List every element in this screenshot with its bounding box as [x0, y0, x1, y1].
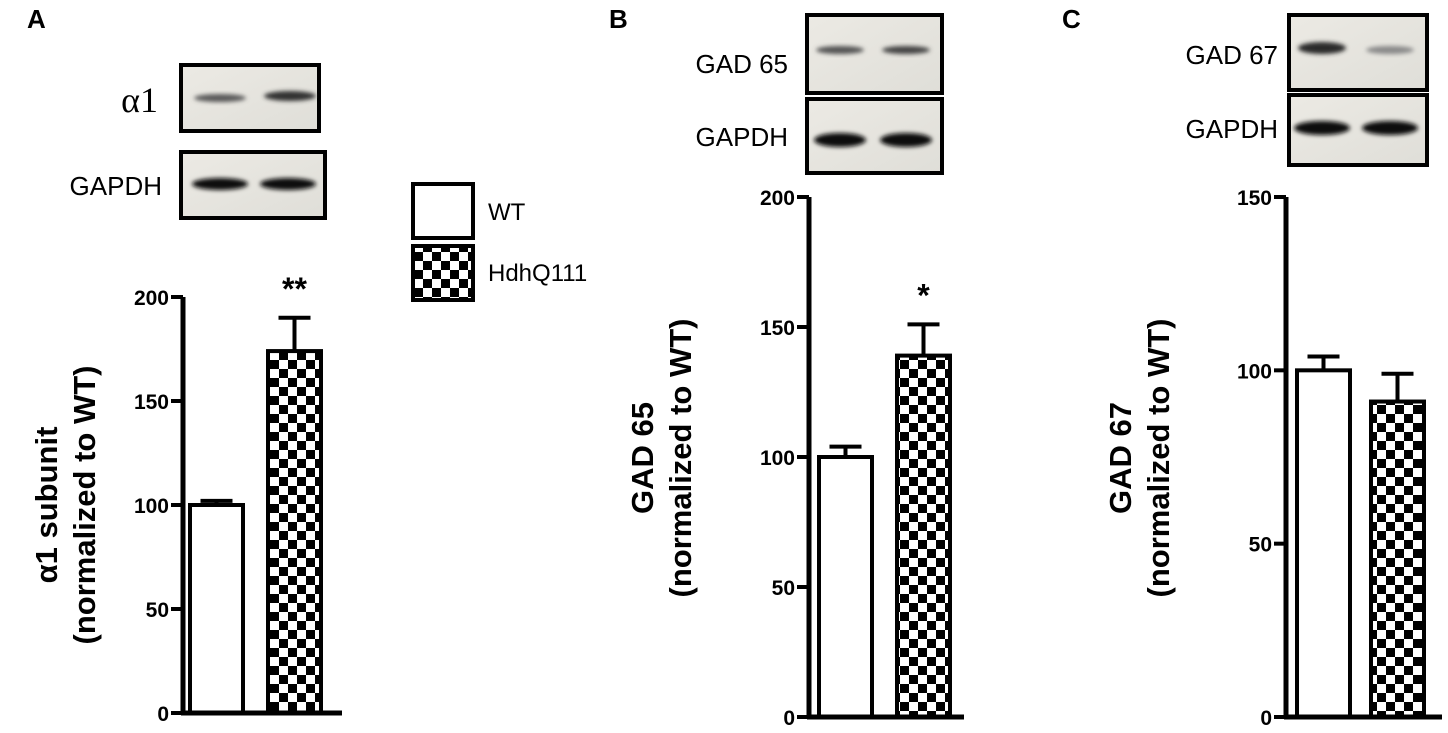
blot-band [1294, 121, 1350, 135]
y-tick-label: 200 [760, 187, 795, 210]
panel-letter-c: C [1062, 4, 1081, 34]
panel-letter-b: B [609, 4, 628, 34]
blot-band [814, 133, 866, 147]
blot-label-gad67: GAD 67 [1186, 40, 1279, 70]
blot-label-gad65: GAD 65 [696, 49, 789, 79]
y-tick-label: 150 [760, 317, 795, 340]
y-tick-label: 0 [1260, 707, 1272, 730]
y-tick-label: 50 [1249, 534, 1272, 557]
blot-label-alpha1: α1 [121, 80, 158, 120]
y-tick-label: 100 [134, 495, 169, 518]
blot-band [260, 178, 316, 190]
blot-label-gapdh-c: GAPDH [1186, 114, 1278, 144]
y-tick-label: 0 [157, 703, 169, 726]
legend-swatch-checker [411, 244, 475, 302]
legend-item-wt: WT [411, 182, 526, 240]
bar-wt [817, 455, 874, 719]
blot-c-gapdh [1287, 93, 1429, 167]
legend-label-hdhq111: HdhQ111 [488, 260, 587, 287]
y-axis-title-line1: GAD 65 [625, 402, 660, 514]
blot-b-target [805, 13, 944, 95]
legend-swatch-open [411, 182, 475, 240]
y-axis-title-c: GAD 67 (normalized to WT) [1103, 319, 1176, 598]
bar-hdhq111 [266, 349, 323, 715]
panel-c: C GAD 67 GAPDH 0 50 100 150 GAD 67 (normali… [1062, 4, 1442, 730]
bar-chart-a: ** 0 50 100 150 200 [134, 271, 342, 726]
panel-b: B GAD 65 GAPDH * 0 50 100 150 200 GAD 65 (nor… [609, 4, 964, 730]
panel-a: A α1 GAPDH ** 0 50 100 150 200 α1 subunit (no… [27, 4, 342, 726]
y-axis-title-line2: (normalized to WT) [1141, 319, 1176, 598]
y-tick-label: 150 [134, 391, 169, 414]
legend-label-wt: WT [488, 199, 526, 226]
y-axis-title-b: GAD 65 (normalized to WT) [625, 319, 698, 598]
bar-chart-c: 0 50 100 150 [1237, 187, 1442, 730]
blot-band [1362, 121, 1418, 135]
y-tick-label: 0 [783, 707, 795, 730]
legend: WT HdhQ111 [411, 182, 587, 302]
blot-band [882, 46, 930, 54]
blot-a-target [179, 63, 321, 133]
y-axis-title-line1: GAD 67 [1103, 402, 1138, 514]
blot-b-gapdh [805, 97, 944, 175]
y-tick-label: 200 [134, 287, 169, 310]
y-tick-label: 50 [146, 599, 169, 622]
y-tick-label: 100 [1237, 360, 1272, 383]
bar-hdhq111 [1369, 399, 1426, 719]
blot-band [192, 178, 248, 190]
significance-label: * [917, 277, 930, 313]
blot-band [264, 91, 316, 101]
blot-band [1298, 42, 1346, 54]
y-tick-label: 50 [772, 577, 795, 600]
blot-label-gapdh-a: GAPDH [70, 171, 162, 201]
y-axis-title-a: α1 subunit (normalized to WT) [29, 366, 102, 645]
y-axis-title-line2: (normalized to WT) [67, 366, 102, 645]
panel-letter-a: A [27, 4, 46, 34]
blot-a-gapdh [179, 150, 327, 220]
bar-wt [1295, 368, 1352, 719]
blot-band [880, 133, 932, 147]
blot-band [1366, 46, 1414, 54]
blot-c-target [1287, 13, 1429, 92]
bar-hdhq111 [895, 353, 952, 719]
y-tick-label: 150 [1237, 187, 1272, 210]
y-axis-title-line1: α1 subunit [29, 427, 64, 584]
y-axis-title-line2: (normalized to WT) [663, 319, 698, 598]
bar-wt [188, 503, 245, 715]
blot-label-gapdh-b: GAPDH [696, 122, 788, 152]
blot-band [816, 46, 864, 54]
significance-label: ** [282, 271, 307, 307]
bar-chart-b: * 0 50 100 150 200 [760, 187, 964, 730]
legend-item-hdhq111: HdhQ111 [411, 244, 587, 302]
blot-band [194, 94, 246, 102]
y-tick-label: 100 [760, 447, 795, 470]
